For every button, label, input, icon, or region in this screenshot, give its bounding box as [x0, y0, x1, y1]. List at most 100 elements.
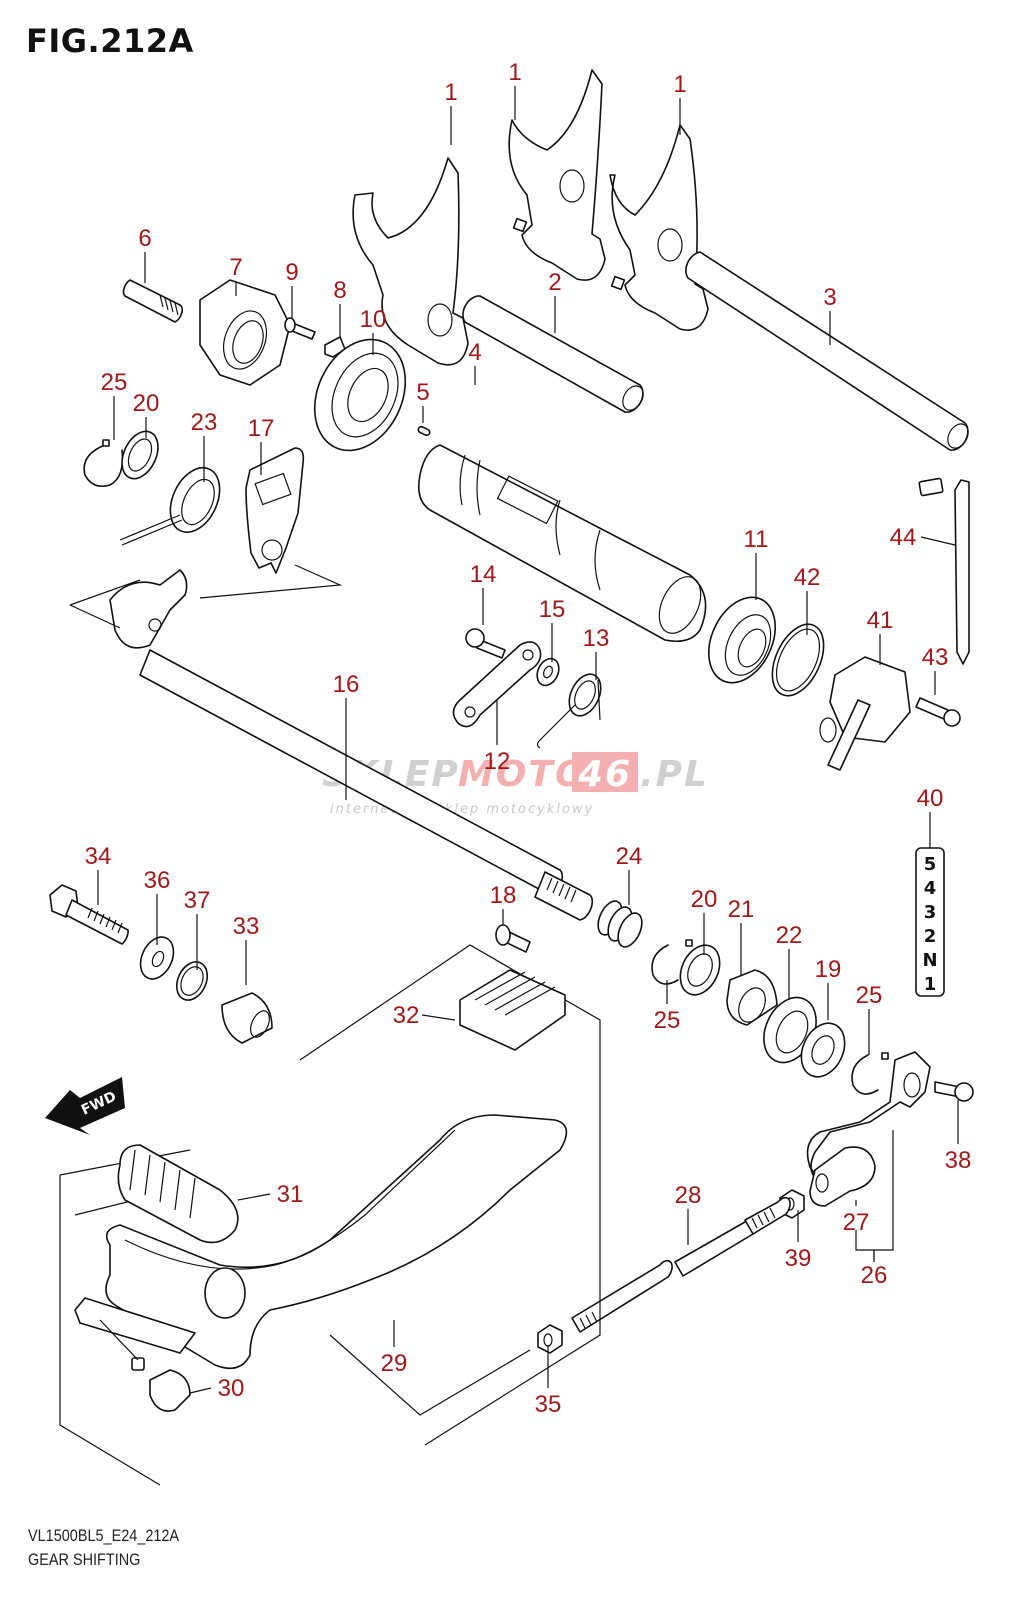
pin[interactable]	[417, 425, 431, 437]
callout-stopper-bolt[interactable]: 14	[470, 561, 497, 588]
callout-gearshift-fork-right[interactable]: 1	[673, 71, 686, 98]
stud-bolt[interactable]	[495, 924, 531, 953]
callout-spacer[interactable]: 33	[233, 913, 260, 940]
callout-gearshift-arm-assy[interactable]: 26	[861, 1262, 888, 1289]
callout-stopper-spring[interactable]: 13	[583, 625, 610, 652]
callout-gearshift-fork-left[interactable]: 1	[444, 79, 457, 106]
circlip-right[interactable]	[851, 1052, 889, 1095]
needle-bearing[interactable]	[726, 969, 778, 1026]
callout-washer-large[interactable]: 36	[144, 867, 171, 894]
callout-spring[interactable]: 24	[616, 843, 643, 870]
washer-small[interactable]	[533, 655, 563, 689]
callout-oil-seal[interactable]: 22	[776, 922, 803, 949]
callout-cam-pin-bolt[interactable]: 6	[138, 225, 151, 252]
callout-fork-shaft-long[interactable]: 3	[823, 284, 836, 311]
callout-pedal-rubber[interactable]: 32	[393, 1002, 420, 1029]
callout-gear-position-label[interactable]: 40	[917, 785, 944, 812]
callout-nut-rod[interactable]: 39	[785, 1245, 812, 1272]
lever-rubber[interactable]	[117, 1144, 239, 1244]
spring[interactable]	[593, 897, 646, 950]
callout-stopper-arm[interactable]: 12	[484, 748, 511, 775]
callout-lever-rubber[interactable]: 31	[277, 1181, 304, 1208]
callout-gear-position-switch[interactable]: 41	[867, 607, 894, 634]
cam-driven-gear[interactable]	[199, 279, 291, 386]
gear-position-5: 5	[924, 854, 937, 875]
callout-gearshift-fork-center[interactable]: 1	[508, 59, 521, 86]
callout-circlip-left[interactable]: 25	[101, 369, 128, 396]
watermark-moto: MOTO	[458, 754, 588, 795]
washer[interactable]	[793, 1016, 853, 1084]
callout-washer-right[interactable]: 20	[691, 886, 718, 913]
shift-plate[interactable]	[245, 447, 305, 574]
callout-bearing[interactable]: 11	[744, 526, 769, 553]
stopper-arm[interactable]	[452, 641, 542, 728]
callout-screw[interactable]: 9	[285, 259, 298, 286]
callout-bearing-large[interactable]: 10	[360, 306, 387, 333]
gearshift-cam[interactable]	[417, 444, 709, 643]
screw[interactable]	[284, 317, 316, 340]
switch-bolt[interactable]	[915, 697, 961, 727]
callout-washer[interactable]: 19	[815, 956, 842, 983]
return-spring[interactable]	[119, 460, 229, 546]
gear-position-N: N	[922, 950, 937, 971]
watermark-tagline: internetowy sklep motocyklowy	[330, 802, 594, 817]
callout-wave-washer[interactable]: 37	[184, 887, 211, 914]
callout-stud-bolt[interactable]: 18	[490, 882, 517, 909]
washer-right[interactable]	[673, 939, 728, 1001]
callout-stopper-plate[interactable]: 8	[333, 277, 346, 304]
callout-o-ring[interactable]: 42	[794, 564, 821, 591]
callout-washer-left[interactable]: 20	[133, 390, 160, 417]
callout-needle-bearing[interactable]: 21	[728, 896, 755, 923]
gear-position-switch[interactable]	[819, 656, 911, 771]
callout-return-spring[interactable]: 23	[191, 409, 218, 436]
fork-shaft-short[interactable]	[462, 295, 647, 414]
callout-washer-small[interactable]: 15	[539, 596, 566, 623]
callout-gearshift-shaft[interactable]: 16	[333, 671, 360, 698]
link-rod[interactable]	[571, 1196, 791, 1333]
watermark-46-box	[572, 752, 638, 792]
stopper-bolt[interactable]	[465, 628, 506, 659]
cam-pin-bolt[interactable]	[122, 279, 183, 323]
callout-circlip-right[interactable]: 25	[856, 982, 883, 1009]
gearshift-lever[interactable]	[74, 1114, 568, 1370]
gearshift-fork-left[interactable]	[352, 157, 469, 366]
lever-bolt[interactable]	[49, 884, 129, 945]
stopper-spring[interactable]	[536, 669, 607, 749]
circlip-mid[interactable]	[651, 939, 693, 985]
callout-pin[interactable]: 5	[416, 379, 429, 406]
spacer[interactable]	[221, 992, 273, 1044]
wire-clamp[interactable]	[918, 477, 970, 665]
lever-joint[interactable]	[131, 1357, 191, 1412]
callout-arm-bolt[interactable]: 38	[945, 1147, 972, 1174]
pedal-rubber[interactable]	[459, 969, 566, 1051]
callout-wire-clamp[interactable]: 44	[890, 524, 917, 551]
leader-line-lever-joint	[189, 1387, 212, 1394]
gearshift-fork-right[interactable]	[609, 124, 709, 331]
callout-gearshift-lever[interactable]: 29	[381, 1350, 408, 1377]
callout-nut[interactable]: 35	[535, 1391, 562, 1418]
callout-lever-bolt[interactable]: 34	[85, 843, 112, 870]
callout-shift-plate[interactable]: 17	[248, 415, 275, 442]
callout-link-rod[interactable]: 28	[675, 1182, 702, 1209]
leader-line-pedal-rubber	[421, 1014, 456, 1021]
washer-large[interactable]	[134, 932, 180, 985]
callout-circlip-mid[interactable]: 25	[654, 1007, 681, 1034]
bearing[interactable]	[696, 587, 788, 694]
wave-washer[interactable]	[171, 957, 213, 1005]
o-ring[interactable]	[762, 616, 834, 703]
gearshift-shaft[interactable]	[109, 569, 594, 921]
gearshift-fork-center[interactable]	[508, 69, 606, 281]
callout-switch-bolt[interactable]: 43	[922, 644, 949, 671]
fork-shaft-long[interactable]	[685, 251, 972, 452]
bearing-large[interactable]	[297, 325, 422, 466]
washer-left[interactable]	[115, 426, 165, 485]
arm-bolt[interactable]	[934, 1081, 974, 1102]
callout-fork-shaft-short[interactable]: 2	[548, 269, 561, 296]
callout-lever-joint[interactable]: 30	[218, 1375, 245, 1402]
callout-gearshift-cam[interactable]: 4	[468, 339, 481, 366]
joint[interactable]	[809, 1146, 876, 1207]
nut[interactable]	[537, 1324, 563, 1354]
callout-cam-driven-gear[interactable]: 7	[229, 254, 242, 281]
circlip-left[interactable]	[83, 439, 124, 488]
